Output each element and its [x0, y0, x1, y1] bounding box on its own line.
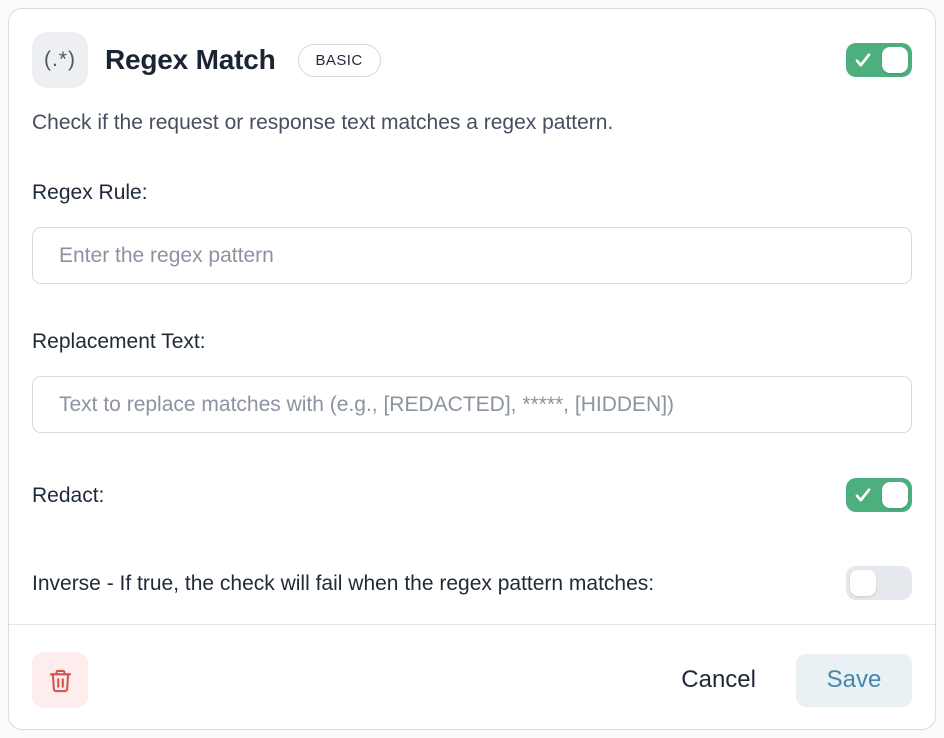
dialog-footer: Cancel Save [9, 624, 935, 729]
redact-toggle[interactable] [846, 478, 912, 513]
replacement-text-label: Replacement Text: [32, 330, 206, 354]
toggle-knob [882, 482, 908, 509]
dialog-header: (.*) Regex Match BASIC [32, 32, 912, 88]
toggle-knob [882, 47, 908, 73]
dialog-body: (.*) Regex Match BASIC Check if the requ… [9, 9, 935, 624]
redact-row: Redact: [32, 478, 912, 513]
regex-rule-input[interactable] [32, 227, 912, 285]
redact-label: Redact: [32, 483, 105, 507]
inverse-label: Inverse - If true, the check will fail w… [32, 571, 655, 595]
inverse-row: Inverse - If true, the check will fail w… [32, 566, 912, 601]
cancel-button[interactable]: Cancel [671, 658, 766, 702]
replacement-text-input[interactable] [32, 376, 912, 434]
regex-icon: (.*) [32, 32, 88, 88]
inverse-toggle[interactable] [846, 566, 912, 601]
check-icon [855, 53, 871, 67]
trash-icon [49, 669, 71, 692]
dialog-description: Check if the request or response text ma… [32, 111, 614, 134]
save-button[interactable]: Save [796, 653, 912, 707]
basic-badge: BASIC [297, 43, 381, 77]
regex-rule-label: Regex Rule: [32, 181, 148, 205]
regex-icon-glyph: (.*) [44, 48, 76, 71]
check-icon [855, 488, 871, 502]
page-title: Regex Match [105, 44, 276, 75]
enabled-toggle[interactable] [846, 43, 912, 77]
toggle-knob [850, 570, 876, 597]
delete-button[interactable] [32, 652, 88, 708]
regex-match-dialog: (.*) Regex Match BASIC Check if the requ… [8, 8, 936, 730]
